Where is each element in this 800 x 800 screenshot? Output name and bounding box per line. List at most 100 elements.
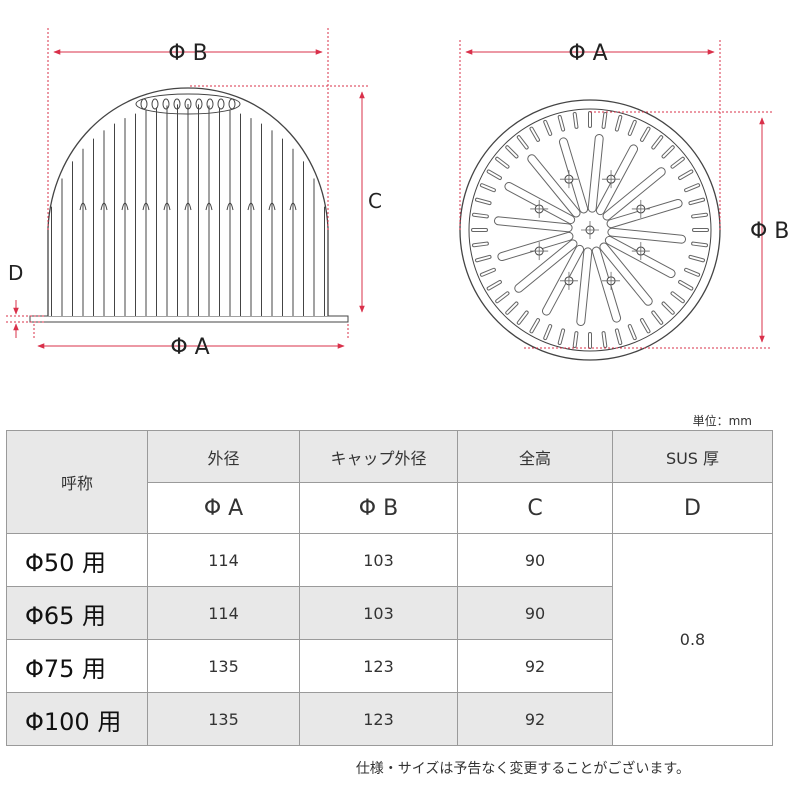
row-name: Φ65 用 [6,586,148,640]
row-c: 90 [457,533,613,587]
outer-slot-inner [615,329,622,345]
outer-slot-inner [685,268,700,276]
top-center-holes [530,170,650,290]
inner-petal-inner [596,145,638,215]
rib-arch [163,202,171,211]
top-ring [135,93,241,115]
row-b: 123 [299,639,458,693]
row-a: 135 [147,692,300,746]
thickness-value: 0.8 [612,533,773,746]
table-row: Φ50 用 114 103 90 0.8 [6,533,773,746]
table-row: Φ75 用 135 123 92 [6,639,773,693]
outer-slot-inner [685,184,700,192]
outer-slot-inner [487,281,501,290]
outer-slot-inner [692,213,707,218]
symbol-d: D [612,482,773,534]
rib-arch [79,202,87,211]
outer-slot-inner [671,157,684,168]
header-name: 呼称 [6,430,148,534]
top-outer-slots [471,111,709,349]
top-inner-petals [493,133,687,327]
rib-arch [142,202,150,211]
outer-slot-inner [679,170,693,179]
header-height: 全高 [457,430,613,483]
outer-slot-inner [628,120,636,135]
outer-slot-inner [652,311,663,324]
outer-slot-inner [506,302,518,314]
outer-slot-inner [480,184,495,192]
rib-arch [121,202,129,211]
outer-slot-inner [602,113,607,128]
outer-slot-inner [573,332,578,347]
row-name: Φ100 用 [6,692,148,746]
unit-label: 単位：mm [692,414,752,428]
row-name: Φ75 用 [6,639,148,693]
outer-slot-inner [530,127,539,141]
row-a: 114 [147,533,300,587]
symbol-a: Φ A [147,482,300,534]
outer-slot-inner [517,136,528,149]
dome-top-openings [135,93,241,115]
top-phi-b-label: Φ B [750,219,789,244]
outer-slot-inner [558,329,565,345]
spec-table: 呼称 外径 キャップ外径 全高 SUS 厚 Φ A Φ B C D Φ50 用 … [6,430,773,746]
inner-petal-inner [608,228,686,243]
outer-slot-inner [615,115,622,131]
outer-slot-inner [530,319,539,333]
top-view [459,99,721,361]
inner-petal-inner [494,217,572,232]
outer-slot-inner [496,157,509,168]
dome-ribs [51,104,325,316]
side-c-label: C [368,189,382,213]
outer-slot-inner [628,325,636,340]
top-hole [228,98,236,110]
rib-arch [268,202,276,211]
symbol-b: Φ B [299,482,458,534]
inner-petal-inner [498,232,573,261]
top-hole [173,98,181,110]
outer-slot-inner [473,213,488,218]
side-phi-a-label: Φ A [170,335,209,360]
side-dimensions [6,28,370,349]
outer-slot-inner [662,146,674,158]
outer-slot-inner [475,255,491,262]
outer-slot-inner [662,302,674,314]
header-sus: SUS 厚 [612,430,773,483]
side-phi-b-label: Φ B [168,41,207,66]
outer-slot-inner [475,198,491,205]
side-view [29,87,349,323]
row-b: 103 [299,533,458,587]
row-a: 114 [147,586,300,640]
rib-arch [184,202,192,211]
row-b: 123 [299,692,458,746]
side-d-label: D [8,261,23,285]
inner-petal-inner [588,134,603,212]
outer-slot-inner [671,292,684,303]
outer-slot-inner [652,136,663,149]
header-outer: 外径 [147,430,300,483]
outer-slot-inner [506,146,518,158]
outer-slot-inner [641,127,650,141]
outer-slot-inner [689,198,705,205]
outer-slot-inner [496,292,509,303]
inner-petal-inner [505,182,575,224]
outer-slot-inner [487,170,501,179]
inner-petal-inner [603,168,665,220]
row-c: 92 [457,639,613,693]
table-header-row: 呼称 外径 キャップ外径 全高 SUS 厚 [6,430,773,534]
outer-slot-inner [517,311,528,324]
top-phi-a-label: Φ A [568,41,607,66]
inner-petal-inner [542,245,584,315]
top-hole [195,98,203,110]
outer-slot-inner [544,325,552,340]
row-c: 90 [457,586,613,640]
rib-arch [226,202,234,211]
outer-slot-inner [558,115,565,131]
outer-slot-inner [544,120,552,135]
rib-arch [100,202,108,211]
outer-slot-inner [689,255,705,262]
outer-slot-inner [692,242,707,247]
top-hole [162,98,170,110]
outer-slot-inner [602,332,607,347]
inner-petal-inner [605,236,675,278]
